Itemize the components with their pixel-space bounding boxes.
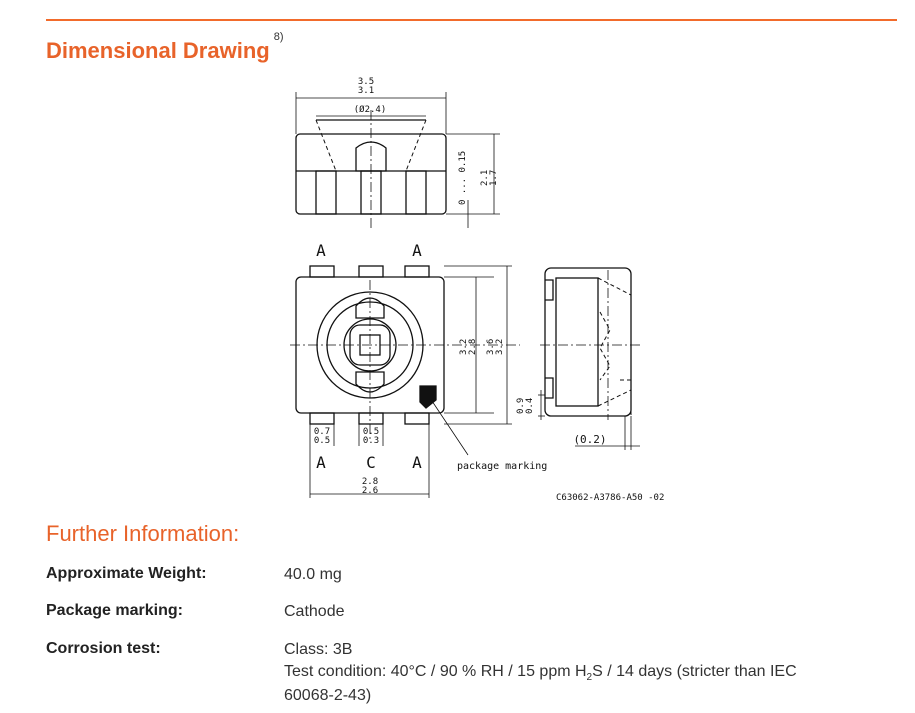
weight-label: Approximate Weight: [46,565,207,582]
standoff-dim: 0 ... 0.15 [458,151,468,205]
condition-subscript: 2 [586,672,593,683]
heading-text: Dimensional Drawing [46,38,270,63]
cathode-label: C [366,453,376,472]
corrosion-label: Corrosion test: [46,640,161,657]
dimensional-drawing-heading: Dimensional Drawing8) [46,31,284,64]
further-information-heading: Further Information: [46,521,240,546]
package-marking-label: Package marking: [46,602,183,619]
body-dim-outer-2: 3.2 [495,339,505,355]
pad-width-left-2: 0.5 [314,436,330,446]
package-marking-value: Cathode [284,603,345,620]
height-dim-1: 2.1 [480,170,490,186]
height-dim-2: 1.7 [489,170,499,186]
side-dim-2: 0.4 [525,398,535,414]
condition-text-end: S / 14 days (stricter than IEC [592,663,797,680]
top-dim-1: 3.5 [358,77,374,87]
anode-top-right-label: A [412,241,422,260]
side-dim-1: 0.9 [516,398,526,414]
phi-dim: (Ø2.4) [354,104,387,115]
body-dim-inner-2: 2.8 [468,339,478,355]
package-marking-callout: package marking [457,461,547,472]
dimensional-drawing: 3.5 3.1 (Ø2.4) 0 ... 0.15 2.1 1.7 A A 3.… [290,77,664,503]
top-dim-2: 3.1 [358,86,374,96]
width-dim-2: 2.6 [362,486,378,496]
footnote-ref: 8) [273,30,284,43]
side-offset-dim: (0.2) [573,433,606,446]
corrosion-value: Class: 3B Test condition: 40°C / 90 % RH… [284,639,797,707]
drawing-code: C63062-A3786-A50 -02 [556,493,664,503]
pad-width-mid-1: 0.5 [363,427,379,437]
corrosion-condition-line2: 60068-2-43) [284,687,372,704]
corrosion-condition: Test condition: 40°C / 90 % RH / 15 ppm … [284,661,797,685]
anode-top-left-label: A [316,241,326,260]
condition-text: Test condition: 40°C / 90 % RH / 15 ppm … [284,663,587,680]
width-dim-1: 2.8 [362,477,378,487]
body-dim-outer-1: 3.6 [486,339,496,355]
corrosion-class: Class: 3B [284,641,353,658]
pad-width-mid-2: 0.3 [363,436,379,446]
header-rule [46,19,897,21]
anode-bottom-right-label: A [412,453,422,472]
anode-bottom-left-label: A [316,453,326,472]
pad-width-left-1: 0.7 [314,427,330,437]
weight-value: 40.0 mg [284,566,342,583]
body-dim-inner-1: 3.2 [459,339,469,355]
